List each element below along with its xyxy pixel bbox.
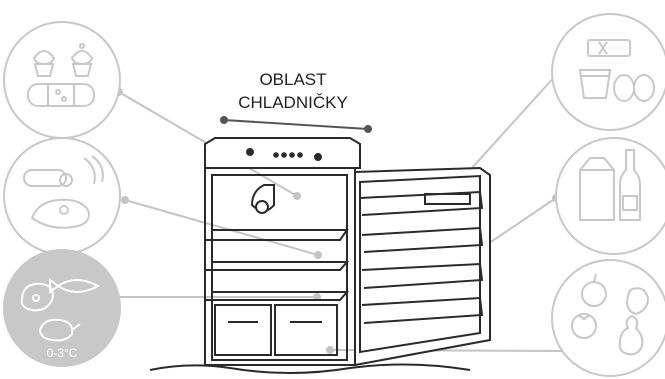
fridge-body [205,168,355,365]
connector-middle-left [125,200,318,255]
zone-middle-left [4,138,120,254]
fridge-interior [212,175,347,360]
connector-title [224,120,368,129]
title-line-1: OBLAST [259,70,326,89]
connector-lines [116,75,567,351]
cold-zone-temperature: 0-3°C [47,346,78,360]
zone-top-left [4,22,120,138]
crisper-drawer-left [215,305,271,355]
zone-bottom-left: 0-3°C [4,250,120,366]
fridge-light-icon [252,185,274,213]
shelf-middle [205,262,347,270]
title-line-2: CHLADNIČKY [238,93,348,112]
zone-bottom-right [552,260,665,376]
zone-middle-right [556,138,665,254]
connector-dots [112,71,571,355]
shelf-top [205,230,347,240]
zone-top-right [552,14,665,130]
